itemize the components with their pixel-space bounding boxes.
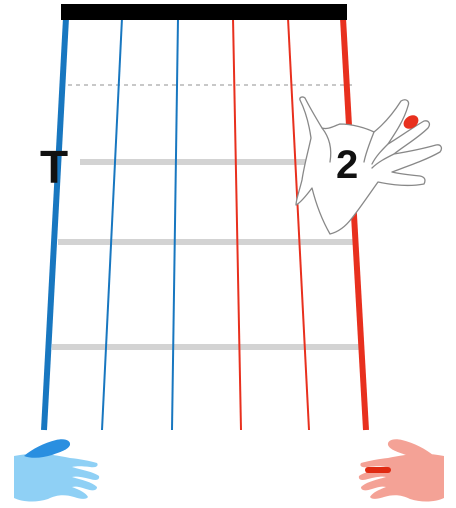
string-3 — [233, 18, 241, 430]
string-2 — [288, 18, 309, 430]
string-4 — [172, 18, 178, 430]
fretting-hand-icon — [296, 97, 441, 234]
right-hand-icon — [359, 439, 444, 501]
left-hand-icon — [14, 439, 99, 501]
finger-number-label: 2 — [336, 145, 358, 185]
string-5 — [102, 18, 122, 430]
nut — [61, 4, 347, 20]
string-6 — [44, 18, 66, 430]
thumb-label: T — [40, 144, 68, 190]
